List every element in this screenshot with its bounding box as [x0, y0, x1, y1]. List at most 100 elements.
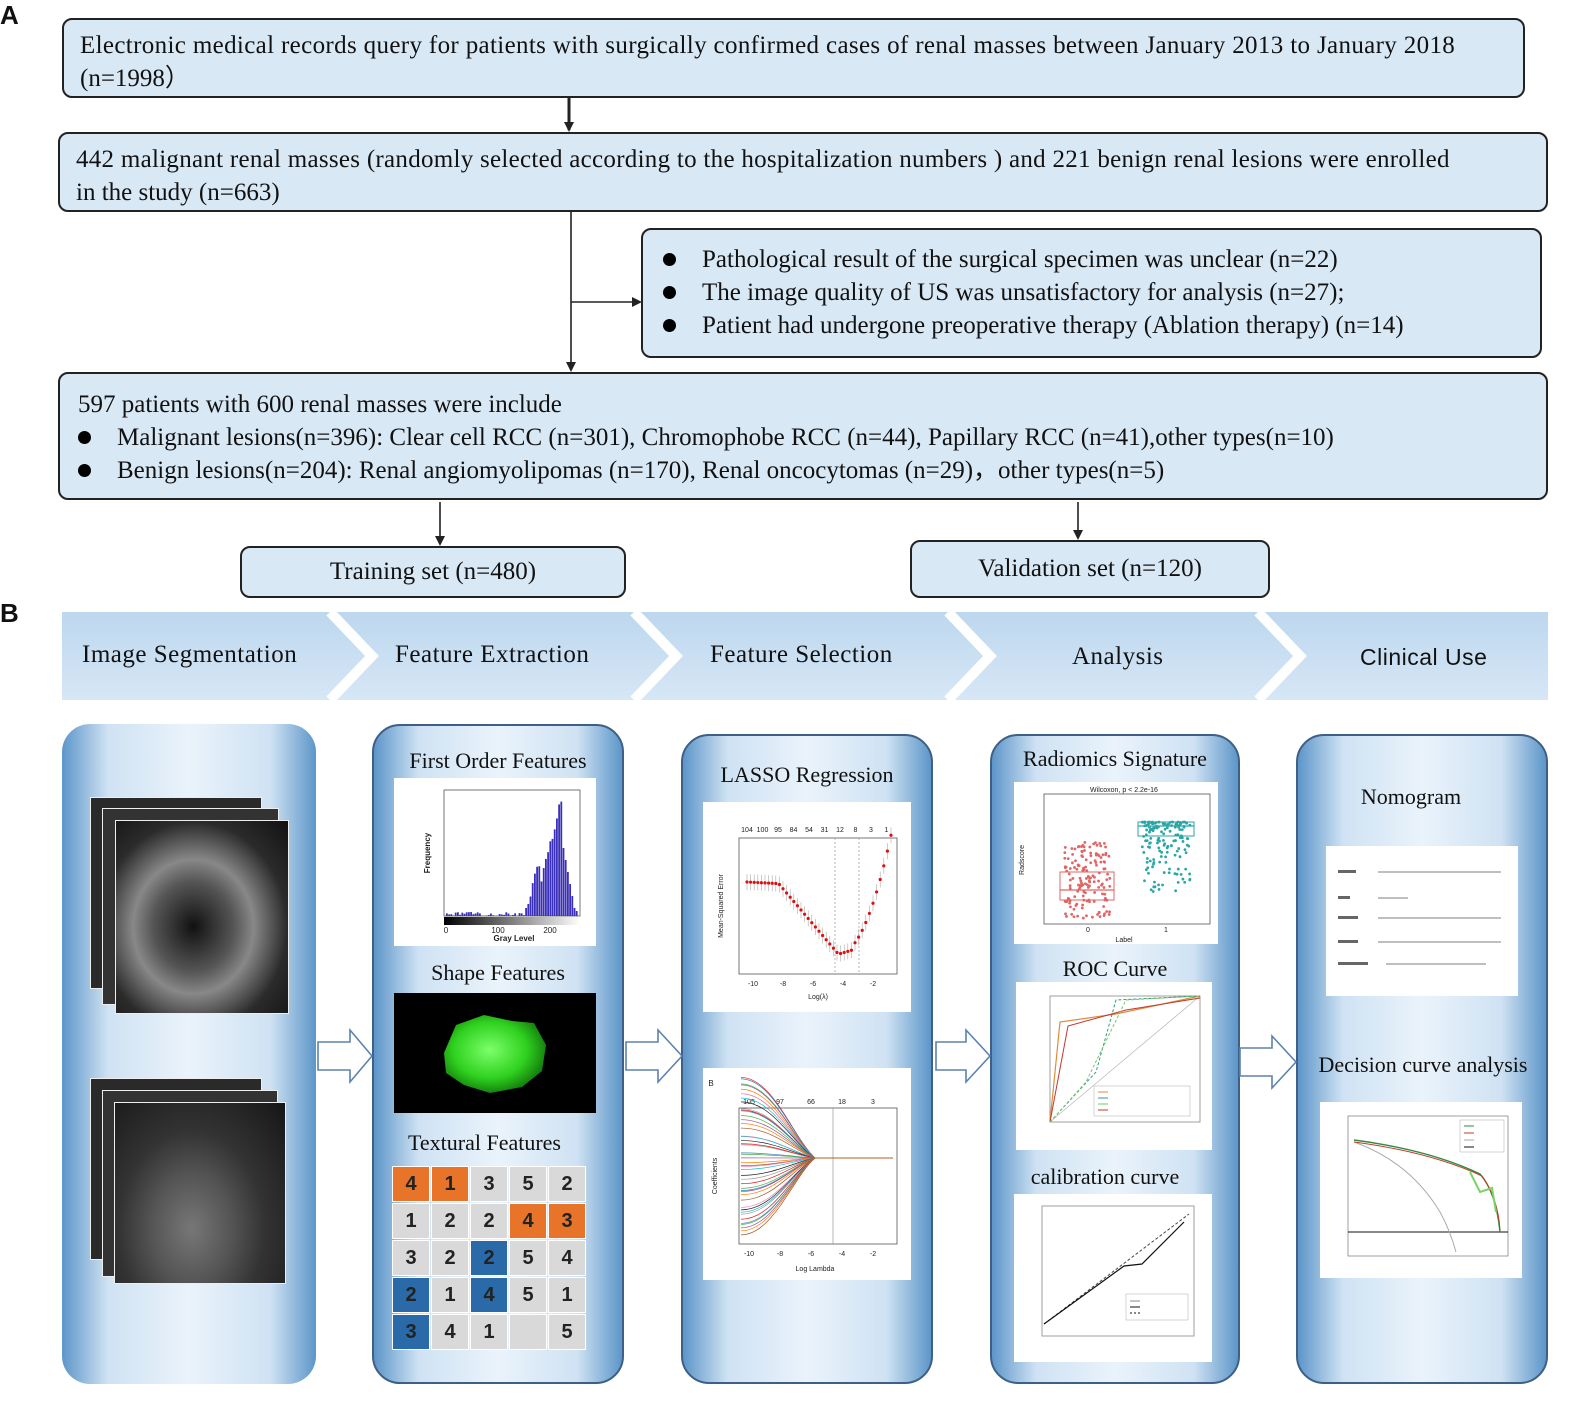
box-point-0: [1083, 841, 1086, 844]
box-point-0: [1081, 855, 1084, 858]
box-point-0: [1083, 849, 1086, 852]
box-point-1: [1184, 868, 1187, 871]
box-point-0: [1064, 866, 1067, 869]
step-feature-selection: Feature Selection: [710, 641, 893, 669]
box-point-0: [1108, 913, 1111, 916]
mse-point: [799, 908, 802, 911]
mse-point: [817, 930, 820, 933]
mse-point: [785, 891, 788, 894]
box-point-1: [1162, 839, 1165, 842]
hist-x-label: Gray Level: [494, 934, 535, 943]
panel-b-label: B: [0, 598, 19, 629]
box-point-0: [1094, 861, 1097, 864]
box-point-1: [1153, 861, 1156, 864]
box-point-0: [1085, 914, 1088, 917]
box-point-1: [1185, 851, 1188, 854]
box-point-1: [1163, 871, 1166, 874]
box-point-1: [1149, 860, 1152, 863]
box-point-0: [1084, 866, 1087, 869]
calibration-card: [1014, 1194, 1212, 1362]
mse-top-tick: 8: [854, 827, 858, 834]
box-point-1: [1148, 831, 1151, 834]
mse-point: [875, 890, 878, 893]
box-point-1: [1157, 846, 1160, 849]
box-point-1: [1145, 868, 1148, 871]
box-point-0: [1091, 916, 1094, 919]
box-point-0: [1070, 847, 1073, 850]
mse-point: [789, 896, 792, 899]
hist-bar: [472, 914, 474, 916]
hist-bar: [530, 897, 532, 916]
lasso-mse-chart: 1041009584543112831-10-8-6-4-2Log(λ)Mean…: [703, 802, 911, 1012]
hist-bar: [532, 883, 534, 916]
box-point-1: [1166, 851, 1169, 854]
box-point-0: [1069, 867, 1072, 870]
box-point-0: [1082, 895, 1085, 898]
box-point-0: [1098, 872, 1101, 875]
box-point-1: [1149, 837, 1152, 840]
texture-cell: 5: [509, 1240, 547, 1276]
box-point-1: [1170, 824, 1173, 827]
box-point-0: [1104, 897, 1107, 900]
box-point-0: [1064, 846, 1067, 849]
mse-point: [771, 882, 774, 885]
hist-bar: [503, 915, 505, 916]
box-point-1: [1179, 836, 1182, 839]
mse-x-tick: -2: [870, 981, 876, 988]
box-point-1: [1141, 845, 1144, 848]
mse-point: [825, 938, 828, 941]
box-point-0: [1097, 886, 1100, 889]
coef-path: [741, 1102, 893, 1158]
box-point-0: [1108, 885, 1111, 888]
hist-bar: [541, 881, 543, 916]
hist-bar: [521, 913, 523, 916]
texture-cell: 3: [392, 1314, 430, 1350]
box-point-0: [1074, 904, 1077, 907]
calibration-chart: [1014, 1194, 1212, 1362]
mse-point: [864, 921, 867, 924]
box-point-1: [1166, 845, 1169, 848]
dca-chart: [1320, 1102, 1522, 1278]
mse-point: [889, 834, 892, 837]
box-point-0: [1071, 861, 1074, 864]
coef-path: [741, 1115, 893, 1158]
coef-x-tick: -2: [870, 1251, 876, 1258]
box-point-1: [1168, 871, 1171, 874]
box-point-0: [1105, 910, 1108, 913]
box-point-1: [1143, 879, 1146, 882]
box-point-1: [1174, 854, 1177, 857]
mse-x-tick: -4: [840, 981, 846, 988]
mse-point: [882, 864, 885, 867]
hist-bar: [512, 915, 514, 916]
box-point-1: [1179, 855, 1182, 858]
box-point-1: [1177, 833, 1180, 836]
box-point-1: [1142, 851, 1145, 854]
box-point-0: [1092, 842, 1095, 845]
box-point-0: [1068, 873, 1071, 876]
texture-cell: 1: [392, 1203, 430, 1239]
box-point-1: [1188, 879, 1191, 882]
mse-point: [861, 929, 864, 932]
box-point-0: [1079, 879, 1082, 882]
hist-bar: [446, 913, 448, 916]
box-point-0: [1093, 891, 1096, 894]
box-point-0: [1086, 883, 1089, 886]
coef-path: [741, 1158, 893, 1235]
step-clinical-use: Clinical Use: [1360, 644, 1487, 671]
texture-cell: 4: [392, 1166, 430, 1202]
box-point-1: [1182, 821, 1185, 824]
hist-bar: [450, 914, 452, 916]
box-point-1: [1183, 825, 1186, 828]
mse-point: [756, 881, 759, 884]
hist-bar: [519, 913, 521, 916]
hist-bar: [538, 866, 540, 916]
box-point-1: [1163, 822, 1166, 825]
mse-point: [749, 881, 752, 884]
box-point-1: [1160, 855, 1163, 858]
mse-x-tick: -10: [748, 981, 758, 988]
calibration-title: calibration curve: [990, 1164, 1220, 1190]
box-point-0: [1068, 902, 1071, 905]
hist-bar: [466, 912, 468, 916]
mse-top-tick: 95: [774, 827, 782, 834]
box-point-1: [1171, 821, 1174, 824]
